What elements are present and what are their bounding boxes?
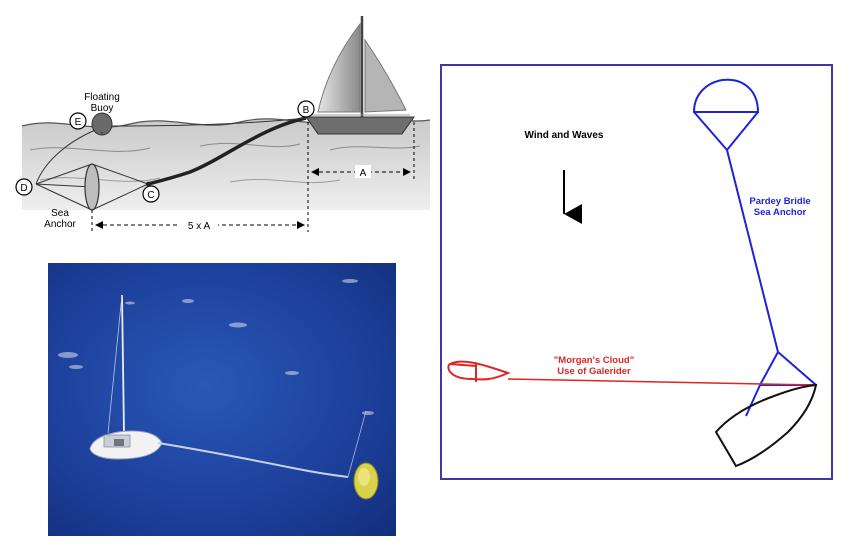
sea-anchor-label: Sea: [51, 208, 69, 219]
svg-text:E: E: [75, 117, 82, 128]
bridle-comparison-diagram: Wind and Waves Pardey Bridle Sea Anchor …: [440, 64, 833, 480]
sea-anchor-rig-diagram: B C D E Floating Buoy Sea Anchor A: [0, 0, 431, 250]
trip-line-to-apex: [35, 127, 101, 185]
pardey-label: Pardey Bridle: [749, 196, 810, 207]
sea-water: [48, 263, 396, 536]
marker-d: D: [15, 178, 33, 196]
mainsail: [317, 22, 361, 113]
wave-line-2: [29, 142, 421, 152]
bridle-line: [347, 410, 367, 478]
galerider-drogue: [447, 360, 511, 382]
mast: [121, 294, 125, 434]
floating-buoy: [91, 112, 113, 136]
bridle-comparison-svg: Wind and Waves Pardey Bridle Sea Anchor …: [440, 64, 833, 480]
trip-line-to-buoy: [111, 117, 307, 127]
sea-anchor-rig-svg: B C D E Floating Buoy Sea Anchor A: [15, 16, 431, 232]
rode: [157, 442, 349, 478]
svg-text:B: B: [303, 105, 310, 116]
drogue: [353, 462, 379, 500]
hull: [305, 116, 415, 135]
marker-b: B: [297, 100, 315, 118]
aerial-photo-svg: [48, 263, 396, 536]
wind-waves-label: Wind and Waves: [525, 130, 604, 141]
galerider-label: "Morgan's Cloud": [554, 355, 634, 366]
sea-anchor-cone: [35, 163, 151, 211]
svg-text:D: D: [20, 183, 27, 194]
galerider-rode: [507, 378, 817, 386]
whitecaps: [58, 279, 374, 415]
pardey-rode: [726, 149, 779, 353]
backstay: [107, 294, 123, 434]
svg-text:5 x A: 5 x A: [188, 221, 211, 232]
dimension-a: A: [307, 122, 415, 232]
svg-text:C: C: [147, 190, 154, 201]
marker-e: E: [69, 112, 87, 130]
sailboat: [305, 16, 415, 135]
jib: [364, 38, 407, 113]
floating-buoy-label-2: Buoy: [91, 103, 114, 114]
diagram-frame: [440, 64, 833, 480]
pardey-parachute: [692, 78, 760, 151]
sea-surface: [22, 118, 430, 210]
aerial-photo-boat-on-sea-anchor: [48, 263, 396, 536]
svg-text:A: A: [360, 168, 367, 179]
rode-line: [147, 116, 307, 186]
pardey-label-2: Sea Anchor: [754, 207, 807, 218]
galerider-label-2: Use of Galerider: [557, 366, 631, 377]
marker-c: C: [142, 185, 160, 203]
floating-buoy-label: Floating: [84, 92, 120, 103]
boat-hull: [89, 430, 163, 460]
dimension-5xa: 5 x A: [91, 210, 305, 232]
boat-outline: [714, 383, 818, 468]
sea-anchor-label-2: Anchor: [44, 219, 76, 230]
